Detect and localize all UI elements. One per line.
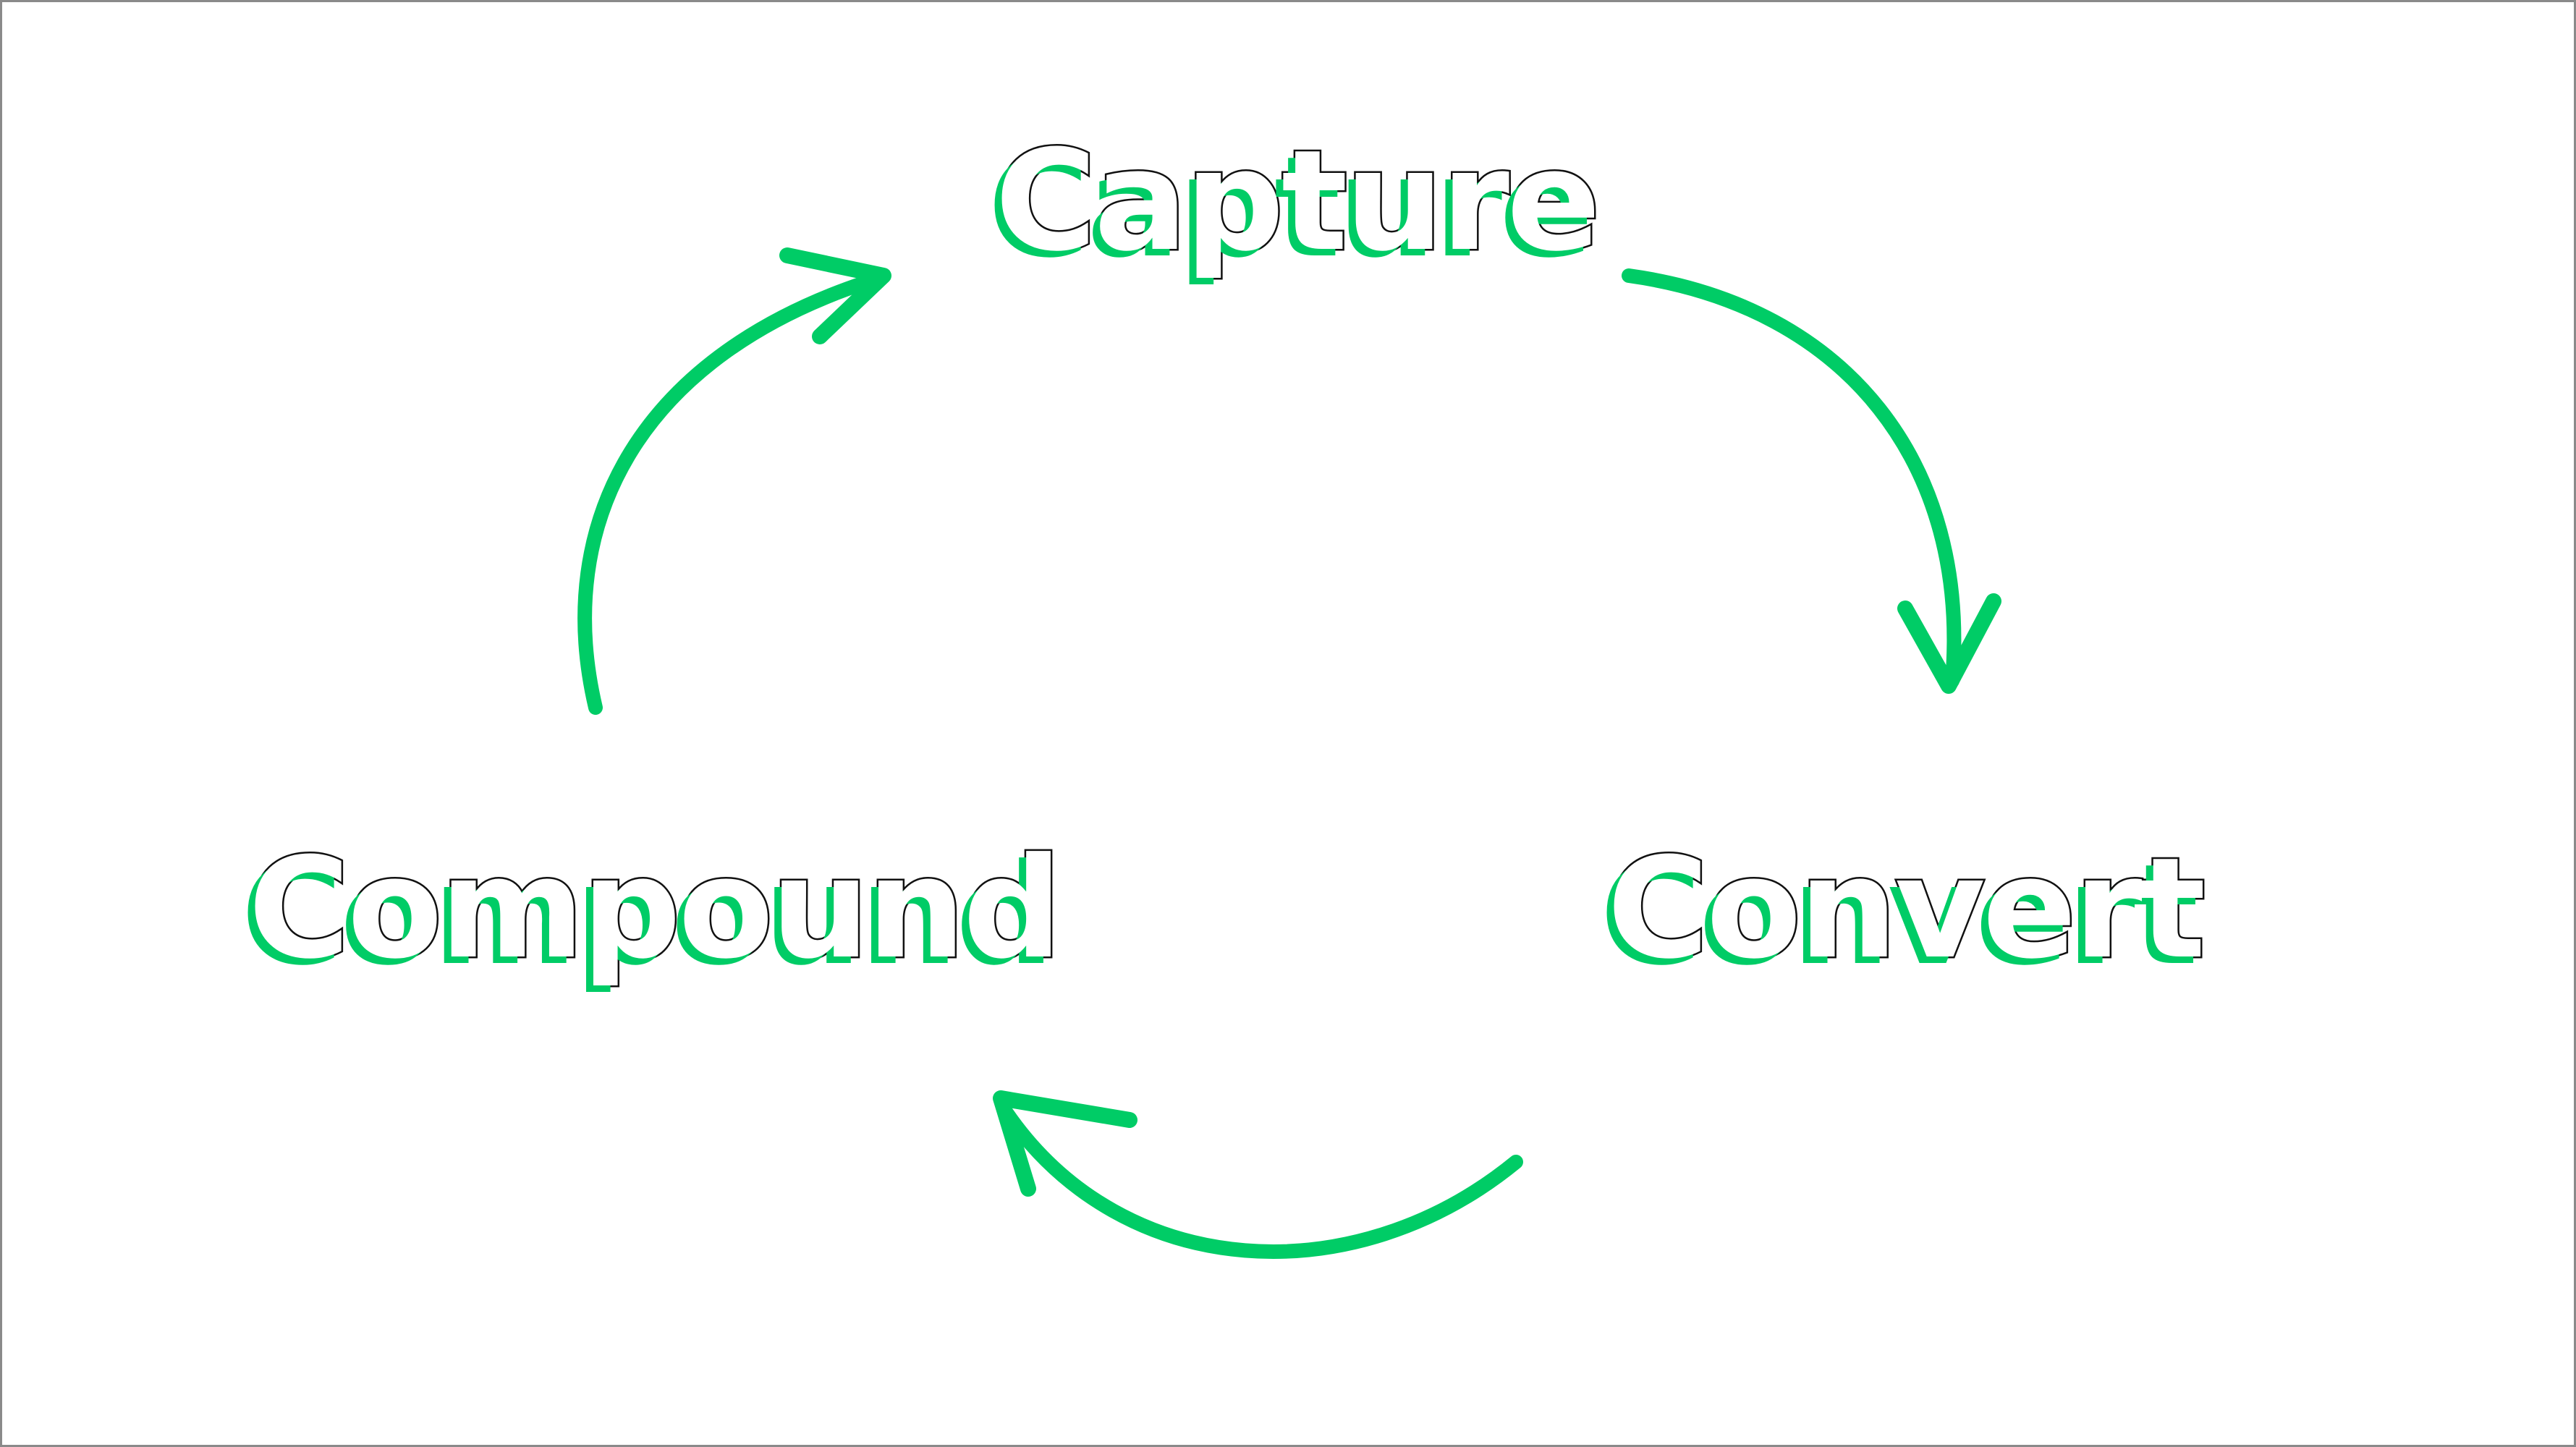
step-label-compound: Compound — [246, 828, 1064, 990]
arrow-convert-to-compound — [993, 1090, 1523, 1259]
arrow-convert-to-compound-shaft — [999, 1106, 1523, 1259]
arrow-compound-to-capture-shaft — [577, 271, 885, 715]
arrow-compound-to-capture-head — [779, 247, 891, 344]
arrow-compound-to-capture — [577, 247, 891, 715]
arrow-convert-to-compound-head — [993, 1090, 1137, 1197]
arrow-capture-to-convert — [1622, 268, 2001, 694]
arrow-capture-to-convert-shaft — [1622, 268, 1962, 688]
arrow-capture-to-convert-head — [1897, 593, 2001, 694]
step-label-convert: Convert — [1605, 828, 2207, 990]
step-label-capture: Capture — [993, 121, 1602, 282]
